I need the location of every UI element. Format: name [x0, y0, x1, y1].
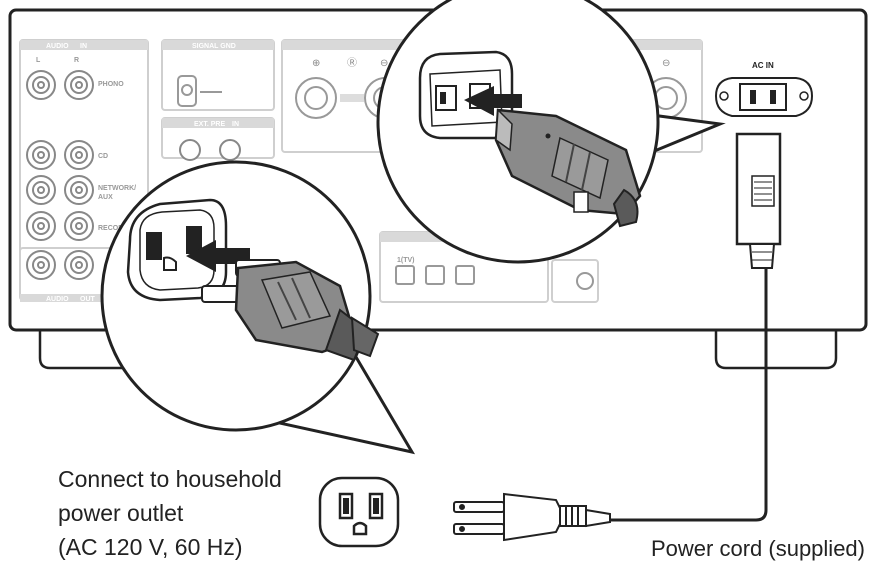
inlet-magnifier [376, 0, 726, 264]
network-label: NETWORK/ [98, 185, 136, 192]
audio-in-tag: IN [80, 43, 87, 50]
svg-text:⊖: ⊖ [662, 58, 670, 69]
ext-pre-label: EXT. PRE [194, 121, 225, 128]
channel-l-label: L [36, 57, 41, 64]
caption-line-2: power outlet [58, 500, 184, 526]
audio-out-tag: OUT [80, 296, 96, 303]
outlet-caption: Connect to household power outlet (AC 12… [58, 462, 282, 564]
ext-pre-tag: IN [232, 121, 239, 128]
ac-in-label: AC IN [752, 61, 774, 70]
cd-label: CD [98, 153, 108, 160]
rca-jacks [26, 70, 241, 280]
signal-gnd-label: SIGNAL GND [192, 43, 236, 50]
phono-label: PHONO [98, 81, 124, 88]
svg-text:Ⓡ: Ⓡ [347, 57, 357, 69]
recorder-label: RECORDER [98, 225, 138, 232]
power-cord-label: Power cord (supplied) [651, 536, 865, 561]
audio-out-label: AUDIO [46, 296, 69, 303]
optical-tv-label: 1(TV) [397, 257, 415, 264]
optical-ports [395, 265, 594, 290]
aux-label: AUX [98, 194, 113, 201]
audio-in-label: AUDIO [46, 43, 69, 50]
wall-outlet [318, 476, 400, 548]
svg-text:⊖: ⊖ [380, 58, 388, 69]
caption-line-1: Connect to household [58, 466, 282, 492]
ac-in-socket: AC IN [714, 61, 814, 117]
panel-labels: AUDIO IN SIGNAL GND EXT. PRE IN AUDIO OU… [46, 43, 239, 303]
signal-gnd-terminal [177, 75, 222, 107]
power-cord [610, 132, 782, 522]
wall-plug-bottom [453, 492, 611, 542]
svg-text:⊕: ⊕ [312, 58, 320, 69]
caption-line-3: (AC 120 V, 60 Hz) [58, 534, 243, 560]
outlet-magnifier [100, 160, 416, 455]
channel-r-label: R [74, 57, 79, 64]
